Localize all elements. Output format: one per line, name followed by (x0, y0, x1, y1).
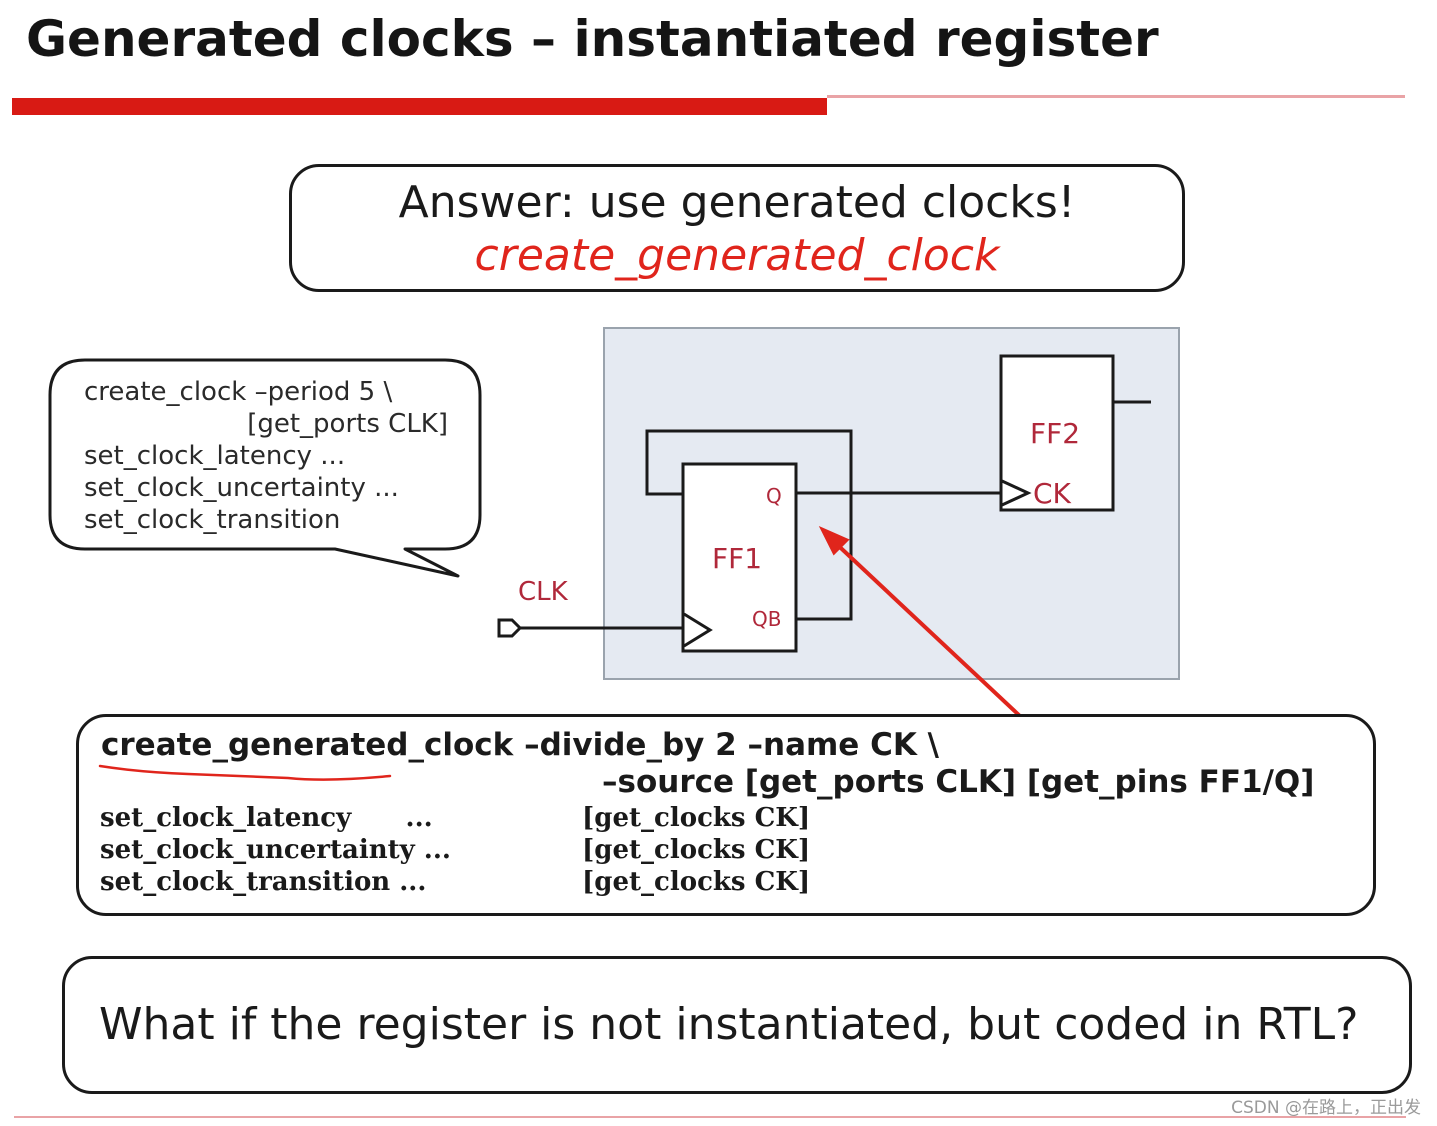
title-thin-rule (827, 95, 1405, 98)
callout-bubble (48, 358, 482, 578)
title-accent-bar (12, 98, 827, 115)
answer-text: Answer: use generated clocks! (398, 177, 1076, 228)
code-row-1-arg: [get_clocks CK] (582, 803, 811, 833)
annotation-arrow-head (818, 525, 850, 556)
answer-command: create_generated_clock (474, 230, 1000, 281)
code-line-2: –source [get_ports CLK] [get_pins FF1/Q] (602, 764, 1315, 800)
code-row-2-cmd: set_clock_uncertainty ... (100, 835, 451, 865)
ff2-label: FF2 (1030, 417, 1080, 450)
callout-line-1: create_clock –period 5 \ (84, 377, 392, 407)
code-row-3-arg: [get_clocks CK] (582, 867, 811, 897)
ff2-clock-triangle (1001, 479, 1032, 507)
ff1-q-label: Q (766, 484, 782, 508)
callout-line-2: [get_ports CLK] (247, 409, 448, 439)
code-row-2-arg: [get_clocks CK] (582, 835, 811, 865)
feedback-wire (645, 429, 853, 621)
callout-line-3: set_clock_latency ... (84, 441, 345, 471)
watermark: CSDN @在路上，正出发 (1231, 1098, 1421, 1118)
sdc-code-box (76, 714, 1376, 916)
ff1-label: FF1 (712, 542, 762, 575)
annotation-arrow-line (826, 534, 1040, 735)
ff2-ck-label: CK (1033, 477, 1072, 510)
clk-port (497, 618, 523, 638)
footer-rule (14, 1116, 1406, 1118)
callout-line-4: set_clock_uncertainty ... (84, 473, 399, 503)
clk-label: CLK (518, 577, 569, 607)
ff1-qb-label: QB (752, 607, 781, 631)
question-text: What if the register is not instantiated… (99, 999, 1359, 1050)
code-line-1: create_generated_clock –divide_by 2 –nam… (101, 727, 939, 763)
ff2-box (999, 354, 1115, 512)
ff1-clock-triangle (683, 612, 713, 648)
code-row-3-cmd: set_clock_transition ... (100, 867, 427, 897)
answer-box: Answer: use generated clocks! create_gen… (289, 164, 1185, 292)
hand-drawn-underline (98, 764, 392, 781)
slide-title: Generated clocks – instantiated register (26, 10, 1159, 68)
callout-line-5: set_clock_transition (84, 505, 340, 535)
ff1-box (681, 462, 798, 653)
code-row-1-cmd: set_clock_latency ... (100, 803, 433, 833)
question-box: What if the register is not instantiated… (62, 956, 1412, 1094)
